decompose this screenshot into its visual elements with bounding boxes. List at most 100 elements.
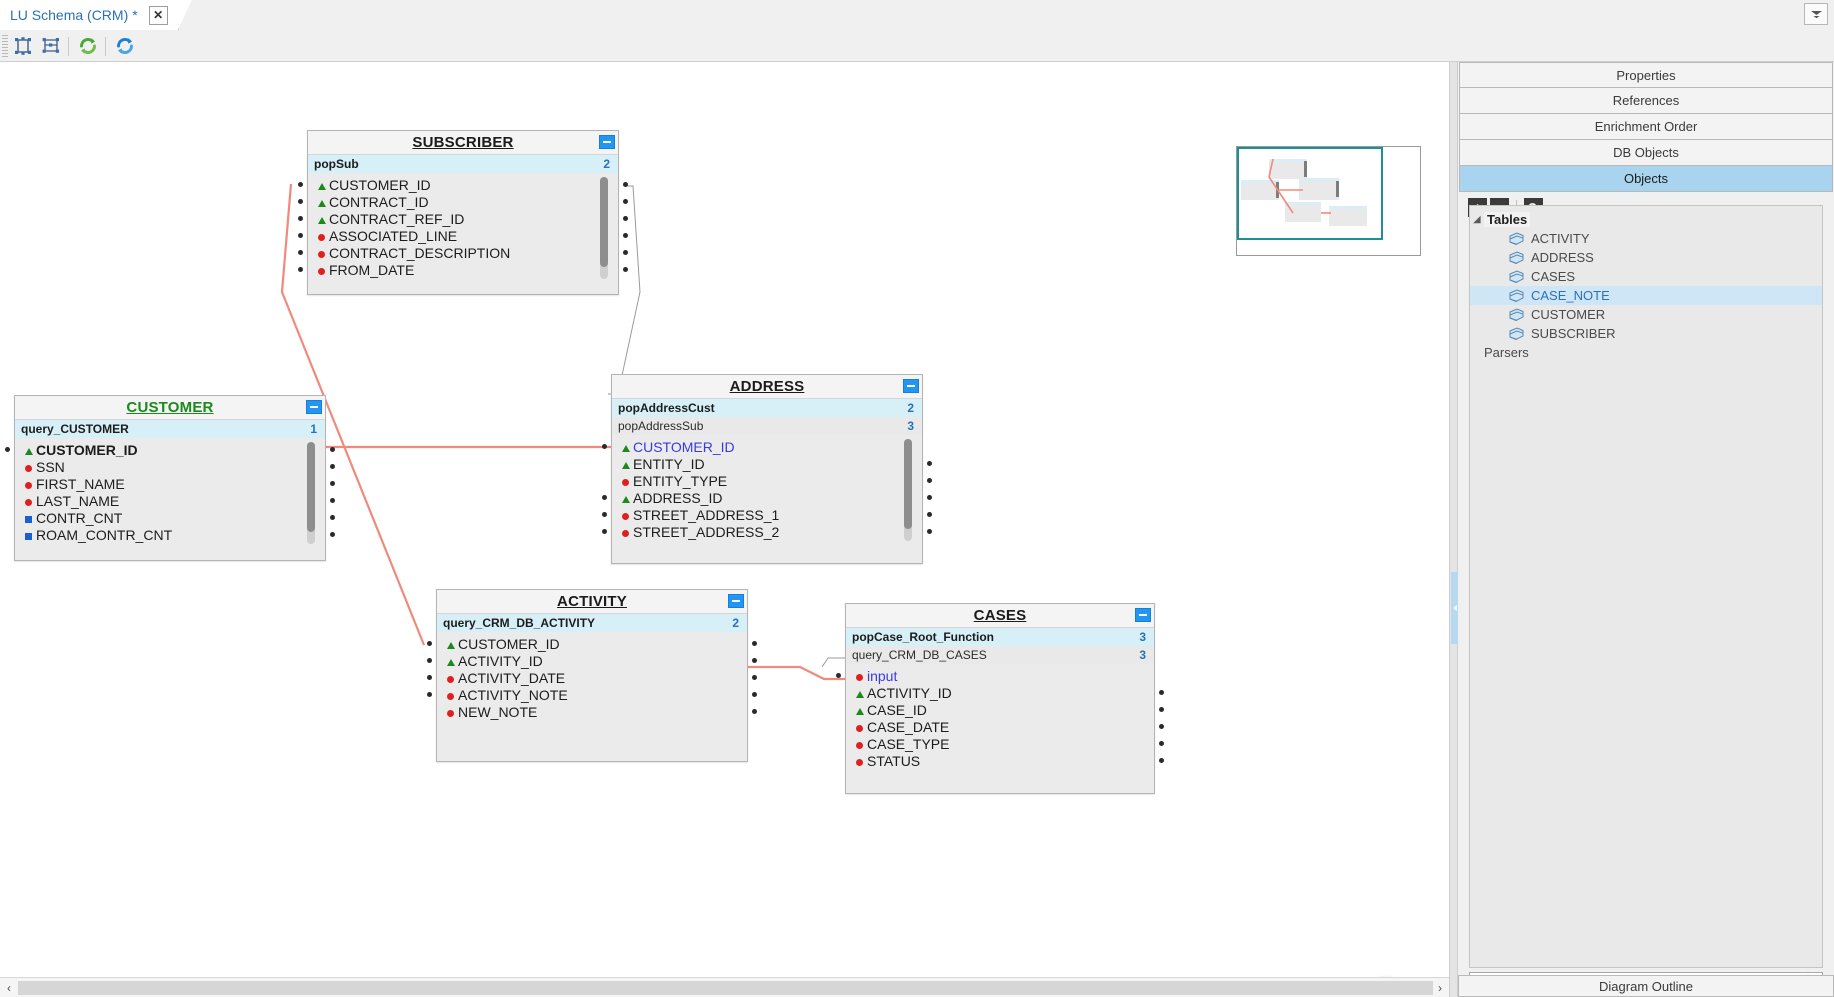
scroll-left-icon[interactable]: ‹ <box>7 980 11 995</box>
minimize-icon[interactable] <box>903 379 919 393</box>
field-port-right[interactable] <box>927 529 932 534</box>
field-port-right[interactable] <box>1159 707 1164 712</box>
minimap[interactable] <box>1236 146 1421 256</box>
field-row[interactable]: CONTRACT_ID <box>308 193 618 210</box>
node-scrollbar[interactable] <box>600 177 608 279</box>
panel-splitter[interactable] <box>1449 62 1458 997</box>
field-port-right[interactable] <box>1159 724 1164 729</box>
field-port-left[interactable] <box>602 529 607 534</box>
scrollbar-thumb[interactable] <box>18 980 1433 995</box>
field-port-right[interactable] <box>623 267 628 272</box>
field-row[interactable]: ADDRESS_ID <box>612 489 922 506</box>
field-port-right[interactable] <box>927 461 932 466</box>
field-row[interactable]: ASSOCIATED_LINE <box>308 227 618 244</box>
toolbar-grip[interactable] <box>2 35 8 57</box>
close-icon[interactable]: ✕ <box>148 5 168 25</box>
table-node-activity[interactable]: ACTIVITY query_CRM_DB_ACTIVITY 2 CUSTOME… <box>436 589 748 762</box>
field-port-right[interactable] <box>623 199 628 204</box>
field-row[interactable]: ACTIVITY_DATE <box>437 669 747 686</box>
field-row[interactable]: STATUS <box>846 752 1154 769</box>
field-row[interactable]: CONTRACT_DESCRIPTION <box>308 244 618 261</box>
minimize-icon[interactable] <box>599 135 615 149</box>
field-port-right[interactable] <box>1159 758 1164 763</box>
minimize-icon[interactable] <box>728 594 744 608</box>
node-title[interactable]: SUBSCRIBER <box>308 131 618 155</box>
node-title[interactable]: ADDRESS <box>612 375 922 399</box>
tab-objects[interactable]: Objects <box>1459 166 1833 192</box>
tree-item-activity[interactable]: ACTIVITY <box>1470 229 1822 248</box>
field-port-left[interactable] <box>298 216 303 221</box>
align-nodes-icon[interactable] <box>38 33 64 59</box>
population-row[interactable]: query_CUSTOMER 1 <box>15 420 325 438</box>
tab-db-objects[interactable]: DB Objects <box>1459 140 1833 166</box>
field-port-right[interactable] <box>623 250 628 255</box>
field-row[interactable]: CONTR_CNT <box>15 509 325 526</box>
field-row[interactable]: CUSTOMER_ID <box>308 176 618 193</box>
tab-enrichment-order[interactable]: Enrichment Order <box>1459 114 1833 140</box>
field-port-left[interactable] <box>298 267 303 272</box>
field-port-right[interactable] <box>623 233 628 238</box>
table-node-customer[interactable]: CUSTOMER query_CUSTOMER 1 CUSTOMER_ID SS… <box>14 395 326 561</box>
field-row[interactable]: ROAM_CONTR_CNT <box>15 526 325 543</box>
field-port-left[interactable] <box>5 447 10 452</box>
scroll-right-icon[interactable]: › <box>1438 980 1442 995</box>
field-port-right[interactable] <box>752 641 757 646</box>
tree-item-subscriber[interactable]: SUBSCRIBER <box>1470 324 1822 343</box>
table-node-cases[interactable]: CASES popCase_Root_Function 3 query_CRM_… <box>845 603 1155 794</box>
objects-tree[interactable]: ◢ Tables ACTIVITY ADDRESS CASES CASE_NOT… <box>1469 205 1823 968</box>
population-row[interactable]: popAddressSub 3 <box>612 417 922 435</box>
field-port-right[interactable] <box>752 709 757 714</box>
field-port-left[interactable] <box>602 512 607 517</box>
field-port-left[interactable] <box>427 692 432 697</box>
field-port-left[interactable] <box>602 495 607 500</box>
field-row[interactable]: ACTIVITY_ID <box>437 652 747 669</box>
field-port-right[interactable] <box>330 532 335 537</box>
node-scrollbar[interactable] <box>904 439 912 541</box>
field-port-left[interactable] <box>836 673 841 678</box>
tab-lu-schema-crm[interactable]: LU Schema (CRM) * ✕ <box>0 0 192 30</box>
field-row[interactable]: FIRST_NAME <box>15 475 325 492</box>
population-row[interactable]: query_CRM_DB_ACTIVITY 2 <box>437 614 747 632</box>
minimize-icon[interactable] <box>1135 608 1151 622</box>
field-row[interactable]: ENTITY_TYPE <box>612 472 922 489</box>
field-port-left[interactable] <box>427 658 432 663</box>
tab-references[interactable]: References <box>1459 88 1833 114</box>
tab-properties[interactable]: Properties <box>1459 62 1833 88</box>
table-node-subscriber[interactable]: SUBSCRIBER popSub 2 CUSTOMER_ID CONTRACT… <box>307 130 619 295</box>
field-row[interactable]: SSN <box>15 458 325 475</box>
field-port-right[interactable] <box>330 481 335 486</box>
splitter-handle[interactable] <box>1451 572 1458 644</box>
field-row[interactable]: ENTITY_ID <box>612 455 922 472</box>
field-port-right[interactable] <box>623 216 628 221</box>
population-row[interactable]: query_CRM_DB_CASES 3 <box>846 646 1154 664</box>
field-row[interactable]: FROM_DATE <box>308 261 618 278</box>
field-row[interactable]: CASE_DATE <box>846 718 1154 735</box>
field-port-left[interactable] <box>298 199 303 204</box>
chevron-down-icon[interactable] <box>1804 3 1828 25</box>
field-row[interactable]: CUSTOMER_ID <box>15 441 325 458</box>
node-title[interactable]: CUSTOMER <box>15 396 325 420</box>
field-port-left[interactable] <box>298 182 303 187</box>
expand-arrow-icon[interactable]: ◢ <box>1473 214 1481 224</box>
field-port-right[interactable] <box>752 692 757 697</box>
field-port-right[interactable] <box>752 675 757 680</box>
refresh-blue-icon[interactable] <box>112 33 138 59</box>
field-row[interactable]: input <box>846 667 1154 684</box>
field-port-left[interactable] <box>427 641 432 646</box>
tree-item-address[interactable]: ADDRESS <box>1470 248 1822 267</box>
scrollbar-track[interactable] <box>18 980 1433 995</box>
field-row[interactable]: STREET_ADDRESS_1 <box>612 506 922 523</box>
tree-item-customer[interactable]: CUSTOMER <box>1470 305 1822 324</box>
field-row[interactable]: CASE_TYPE <box>846 735 1154 752</box>
field-row[interactable]: NEW_NOTE <box>437 703 747 720</box>
field-port-left[interactable] <box>298 250 303 255</box>
population-row[interactable]: popCase_Root_Function 3 <box>846 628 1154 646</box>
table-node-address[interactable]: ADDRESS popAddressCust 2 popAddressSub 3… <box>611 374 923 564</box>
field-port-right[interactable] <box>330 447 335 452</box>
diagram-outline-footer[interactable]: Diagram Outline <box>1458 975 1834 997</box>
canvas-horizontal-scrollbar[interactable]: ‹ › <box>0 977 1449 997</box>
field-port-right[interactable] <box>752 658 757 663</box>
auto-layout-icon[interactable] <box>10 33 36 59</box>
field-row[interactable]: ACTIVITY_ID <box>846 684 1154 701</box>
node-scrollbar[interactable] <box>307 442 315 544</box>
